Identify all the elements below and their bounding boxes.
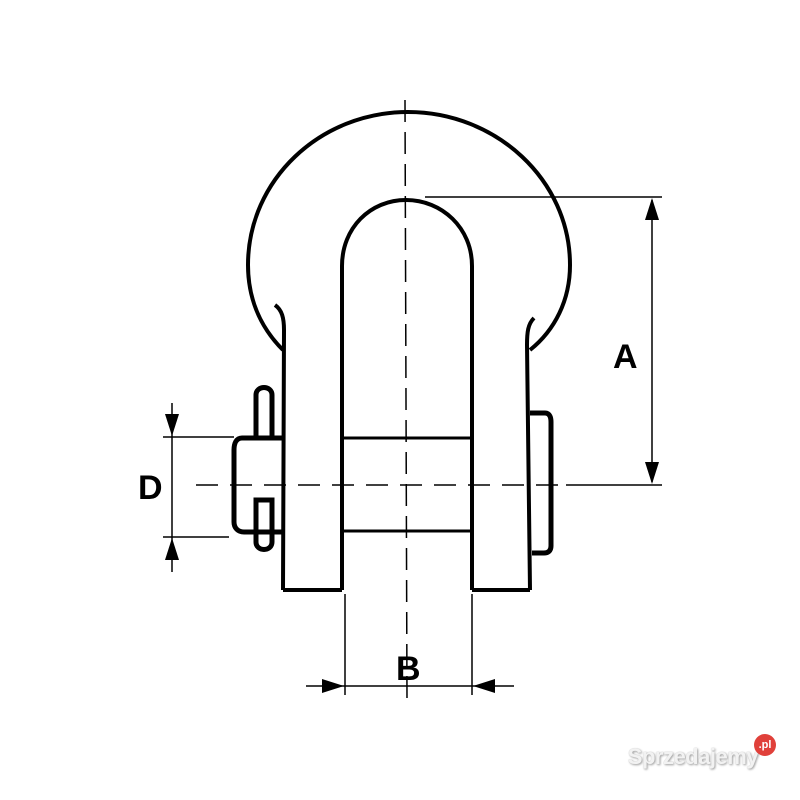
arrow-right-icon bbox=[322, 679, 344, 693]
arrow-up-icon bbox=[165, 538, 179, 560]
inner-slot bbox=[340, 197, 474, 590]
pin-head bbox=[231, 385, 283, 552]
dimension-b-label: B bbox=[396, 650, 421, 688]
arrow-up-icon bbox=[645, 198, 659, 220]
cotter-upper bbox=[253, 385, 275, 438]
dimension-b bbox=[306, 594, 514, 695]
pin-nut bbox=[530, 410, 554, 556]
dimension-d bbox=[163, 403, 234, 572]
arrow-left-icon bbox=[473, 679, 495, 693]
dimension-a bbox=[425, 196, 662, 486]
dimension-d-label: D bbox=[138, 469, 163, 507]
right-lug-hook bbox=[524, 316, 536, 591]
watermark: Sprzedajemy .pl bbox=[627, 734, 776, 770]
outer-bow bbox=[245, 109, 573, 352]
left-lug-hook bbox=[273, 303, 287, 591]
centerlines bbox=[196, 99, 560, 701]
watermark-text: Sprzedajemy bbox=[627, 744, 759, 769]
dimension-a-label: A bbox=[613, 338, 638, 376]
watermark-badge: .pl bbox=[754, 734, 776, 756]
cotter-lower bbox=[253, 497, 275, 552]
arrow-down-icon bbox=[165, 414, 179, 436]
arrow-down-icon bbox=[645, 462, 659, 484]
vertical-centerline bbox=[404, 99, 408, 701]
